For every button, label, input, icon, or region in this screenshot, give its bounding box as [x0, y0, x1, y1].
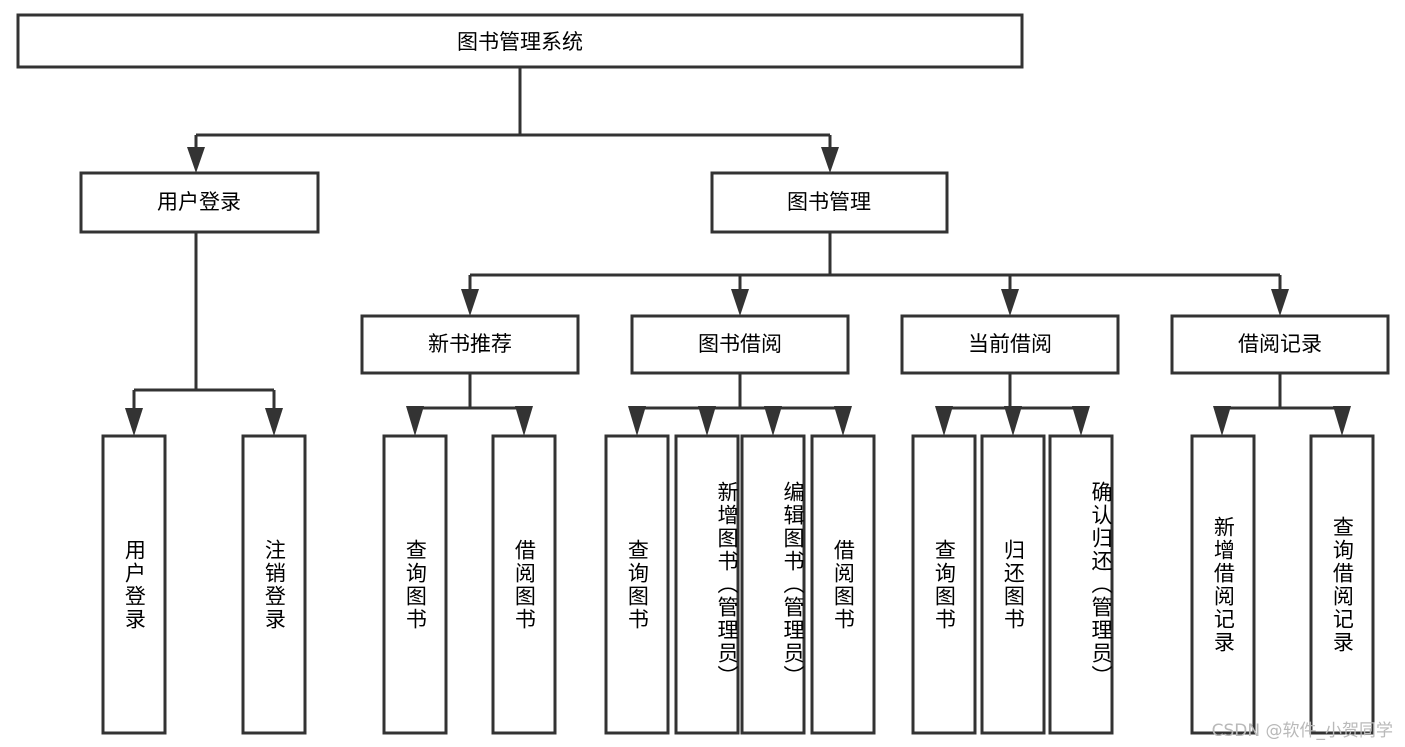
arrow-head-leaf-add-record [1213, 406, 1231, 436]
leaf-boxes [101, 434, 1375, 735]
connector-group-book-borrow [628, 373, 852, 436]
node-borrow-record[interactable]: 借阅记录 [1170, 314, 1390, 375]
node-new-book-rec-label: 新书推荐 [428, 332, 512, 356]
node-current-borrow-box[interactable] [900, 314, 1120, 375]
arrow-head-leaf-query-record [1333, 406, 1351, 436]
node-book-manage[interactable]: 图书管理 [710, 171, 949, 234]
node-user-login-box[interactable] [79, 171, 320, 234]
arrow-head-leaf-query-book-2 [628, 406, 646, 436]
arrow-head-to-book-borrow [731, 289, 749, 316]
arrow-head-leaf-query-book-3 [935, 406, 953, 436]
leaf-user-login-box[interactable] [101, 434, 167, 735]
leaf-borrow-book-1-box[interactable] [491, 434, 557, 735]
node-book-borrow-box[interactable] [630, 314, 850, 375]
connector-group-book-manage [461, 232, 1289, 316]
arrow-head-leaf-user-login [125, 408, 143, 436]
leaf-query-book-3-box[interactable] [911, 434, 977, 735]
node-new-book-rec-box[interactable] [360, 314, 580, 375]
arrow-head-to-book-manage [821, 147, 839, 173]
arrow-head-leaf-return-book [1004, 406, 1022, 436]
node-borrow-record-box[interactable] [1170, 314, 1390, 375]
node-user-login[interactable]: 用户登录 [79, 171, 320, 234]
node-new-book-rec[interactable]: 新书推荐 [360, 314, 580, 375]
node-user-login-label: 用户登录 [157, 190, 241, 214]
leaf-add-record-box[interactable] [1190, 434, 1256, 735]
connector-group-borrow-record [1213, 373, 1351, 436]
node-root-label: 图书管理系统 [457, 30, 583, 54]
connector-group-new-book-rec [406, 373, 533, 436]
arrow-head-leaf-add-book [698, 406, 716, 436]
node-borrow-record-label: 借阅记录 [1238, 332, 1322, 356]
leaf-borrow-book-2-box[interactable] [810, 434, 876, 735]
arrow-head-leaf-confirm-return [1072, 406, 1090, 436]
node-book-manage-box[interactable] [710, 171, 949, 234]
csdn-watermark: CSDN @软件_小贺同学 [1211, 721, 1393, 741]
arrow-head-to-borrow-record [1271, 289, 1289, 316]
connector-group-user-login [125, 232, 283, 436]
arrow-head-leaf-borrow-book-1 [515, 406, 533, 436]
arrow-head-leaf-query-book-1 [406, 406, 424, 436]
node-current-borrow-label: 当前借阅 [968, 332, 1052, 356]
leaf-edit-book-box[interactable] [740, 434, 806, 735]
leaf-add-book-box[interactable] [674, 434, 740, 735]
connector-group-current-borrow [935, 373, 1090, 436]
arrow-head-leaf-borrow-book-2 [834, 406, 852, 436]
arrow-head-to-user-login [187, 147, 205, 173]
arrow-head-leaf-logout [265, 408, 283, 436]
connector-group-root [187, 67, 839, 173]
node-book-borrow-label: 图书借阅 [698, 332, 782, 356]
leaf-query-record-box[interactable] [1309, 434, 1375, 735]
arrow-head-to-new-book-rec [461, 289, 479, 316]
arrow-head-to-current-borrow [1001, 289, 1019, 316]
arrow-head-leaf-edit-book [764, 406, 782, 436]
node-book-manage-label: 图书管理 [787, 190, 871, 214]
leaf-return-book-box[interactable] [980, 434, 1046, 735]
node-root-box[interactable] [16, 13, 1024, 69]
leaf-logout-box[interactable] [241, 434, 307, 735]
leaf-query-book-2-box[interactable] [604, 434, 670, 735]
node-root[interactable]: 图书管理系统 [16, 13, 1024, 69]
node-current-borrow[interactable]: 当前借阅 [900, 314, 1120, 375]
node-book-borrow[interactable]: 图书借阅 [630, 314, 850, 375]
leaf-confirm-return-box[interactable] [1048, 434, 1114, 735]
leaf-query-book-1-box[interactable] [382, 434, 448, 735]
